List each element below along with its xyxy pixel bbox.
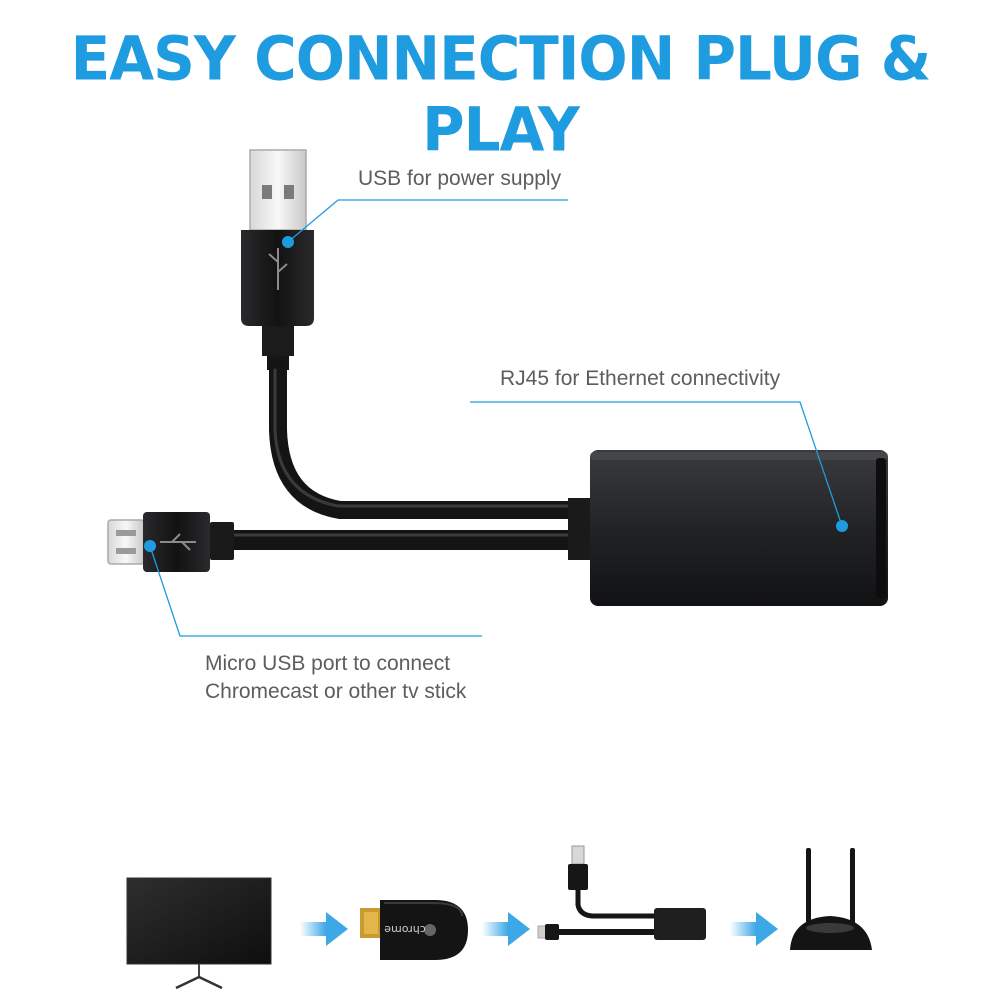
callout-lines (149, 199, 843, 637)
arrow-right-icon (730, 912, 778, 946)
router-icon (790, 848, 872, 950)
callout-dots (144, 236, 848, 552)
micro-usb-plug-icon (107, 512, 234, 572)
usb-a-plug-icon (241, 149, 314, 370)
callout-rj45: RJ45 for Ethernet connectivity (500, 367, 781, 390)
callout-micro-usb: Micro USB port to connect Chromecast or … (205, 650, 466, 706)
headline: EASY CONNECTION PLUG & PLAY (70, 22, 932, 166)
arrow-right-icon (300, 912, 348, 946)
dongle-brand: chrome (384, 923, 426, 936)
cable (220, 359, 585, 550)
arrow-right-icon (482, 912, 530, 946)
tv-icon (126, 877, 272, 990)
ethernet-adapter-small-icon (537, 845, 706, 940)
chromecast-dongle-icon: chrome (360, 900, 468, 960)
callout-micro-usb-line2: Chromecast or other tv stick (205, 680, 467, 703)
callout-micro-usb-line1: Micro USB port to connect (205, 652, 451, 675)
callout-usb-power: USB for power supply (358, 167, 562, 190)
ethernet-adapter-icon (568, 450, 888, 606)
